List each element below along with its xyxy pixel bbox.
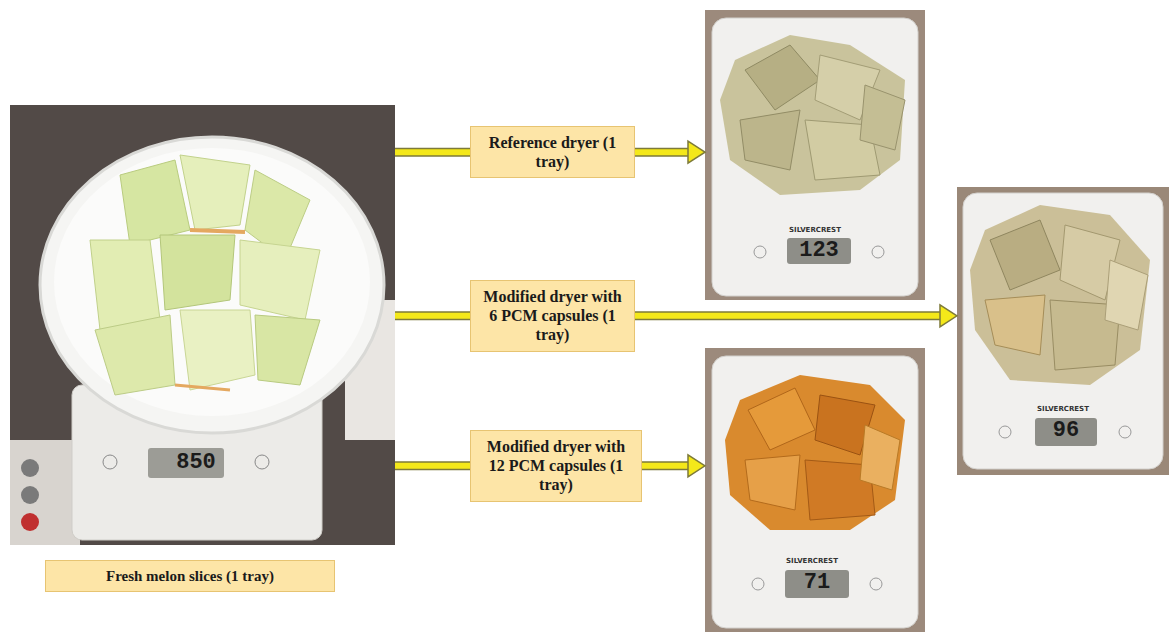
arrow-outline	[635, 148, 690, 157]
dryer-label-box: Reference dryer (1 tray)	[470, 126, 635, 178]
yellow-arrow	[635, 305, 957, 327]
arrow-shaft	[395, 313, 471, 319]
arrow-shaft	[635, 149, 691, 155]
dryer-label-box: Modified dryer with 12 PCM capsules (1 t…	[470, 430, 642, 502]
scale-brand: SILVERCREST	[775, 226, 855, 235]
scale-brand: SILVERCREST	[772, 557, 852, 566]
dried-photo: SILVERCREST 96	[957, 187, 1169, 475]
box-label: Fresh melon slices (1 tray)	[54, 567, 326, 585]
yellow-arrow	[642, 455, 705, 477]
scale-reading: 123	[787, 238, 851, 264]
arrow-head	[688, 141, 705, 163]
dried-photo: SILVERCREST 123	[705, 10, 925, 300]
fresh-caption-box: Fresh melon slices (1 tray)	[45, 560, 335, 592]
arrow-outline	[395, 148, 470, 157]
arrow-shaft	[395, 463, 471, 469]
scale-reading: 850	[158, 450, 234, 476]
arrow-head	[688, 455, 705, 477]
arrow-shaft	[642, 463, 691, 469]
scale-reading: 96	[1035, 418, 1097, 444]
yellow-arrow	[395, 152, 471, 153]
pcm12-dried-photo	[705, 348, 925, 632]
box-label: Modified dryer with 6 PCM capsules (1 tr…	[479, 287, 626, 345]
arrow-outline	[395, 311, 470, 320]
yellow-arrow	[635, 141, 705, 163]
arrow-outline	[642, 461, 690, 470]
arrow-shaft	[635, 313, 943, 319]
yellow-arrow	[395, 315, 471, 316]
arrow-outline	[395, 461, 470, 470]
arrow-outline	[635, 311, 942, 320]
dryer-label-box: Modified dryer with 6 PCM capsules (1 tr…	[470, 280, 635, 352]
fresh-melon-photo	[10, 105, 395, 545]
arrow-shaft	[395, 149, 471, 155]
dried-photo: SILVERCREST 71	[705, 348, 925, 632]
box-label: Modified dryer with 12 PCM capsules (1 t…	[479, 437, 633, 495]
yellow-arrow	[395, 465, 471, 466]
pcm6-dried-photo	[957, 187, 1169, 475]
box-label: Reference dryer (1 tray)	[479, 133, 626, 171]
scale-reading: 71	[785, 570, 849, 596]
fresh-photo: 850	[10, 105, 395, 545]
scale-brand: SILVERCREST	[1023, 405, 1103, 414]
reference-dried-photo	[705, 10, 925, 300]
arrow-head	[940, 305, 957, 327]
